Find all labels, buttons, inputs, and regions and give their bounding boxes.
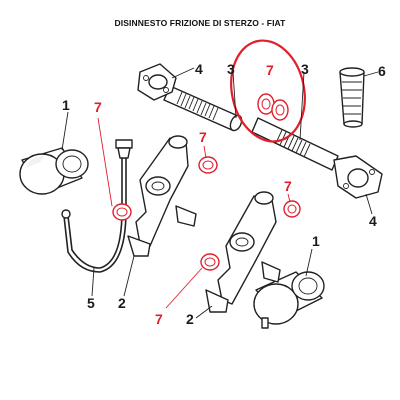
bushing-upper-fork-part-7 (198, 156, 218, 174)
callout-1-right: 1 (312, 233, 320, 249)
callout-7-bottom: 7 (155, 311, 163, 327)
callout-7-top-circled: 7 (266, 62, 274, 78)
bushing-right-part-7 (283, 200, 301, 218)
callout-1-left: 1 (62, 97, 70, 113)
callout-3-right: 3 (301, 61, 309, 77)
leader-lines (61, 67, 379, 319)
callout-2-right: 2 (186, 311, 194, 327)
bushing-pair-top-part-7 (257, 93, 289, 121)
callout-2-left: 2 (118, 295, 126, 311)
callout-4-top: 4 (195, 61, 203, 77)
callout-4-bottom: 4 (369, 213, 377, 229)
bushing-lower-part-7 (200, 253, 220, 271)
shaft-left-part-3 (137, 63, 243, 132)
release-bearing-left-part-1 (19, 147, 89, 195)
callout-3-left: 3 (227, 61, 235, 77)
callout-7-pipe: 7 (94, 99, 102, 115)
release-fork-right-part-2 (205, 191, 281, 313)
release-bearing-right-part-1 (253, 271, 325, 329)
shaft-right-part-3 (251, 117, 383, 199)
callout-5: 5 (87, 295, 95, 311)
diagram-title: DISINNESTO FRIZIONE DI STERZO - FIAT (114, 18, 286, 28)
bushing-left-pipe-part-7 (112, 203, 132, 221)
callout-7-fork: 7 (199, 129, 207, 145)
lubrication-pipe-part-5 (61, 139, 133, 273)
release-fork-left-part-2 (127, 135, 197, 257)
callout-7-right: 7 (284, 178, 292, 194)
sleeve-part-6 (339, 67, 365, 128)
callout-6: 6 (378, 63, 386, 79)
